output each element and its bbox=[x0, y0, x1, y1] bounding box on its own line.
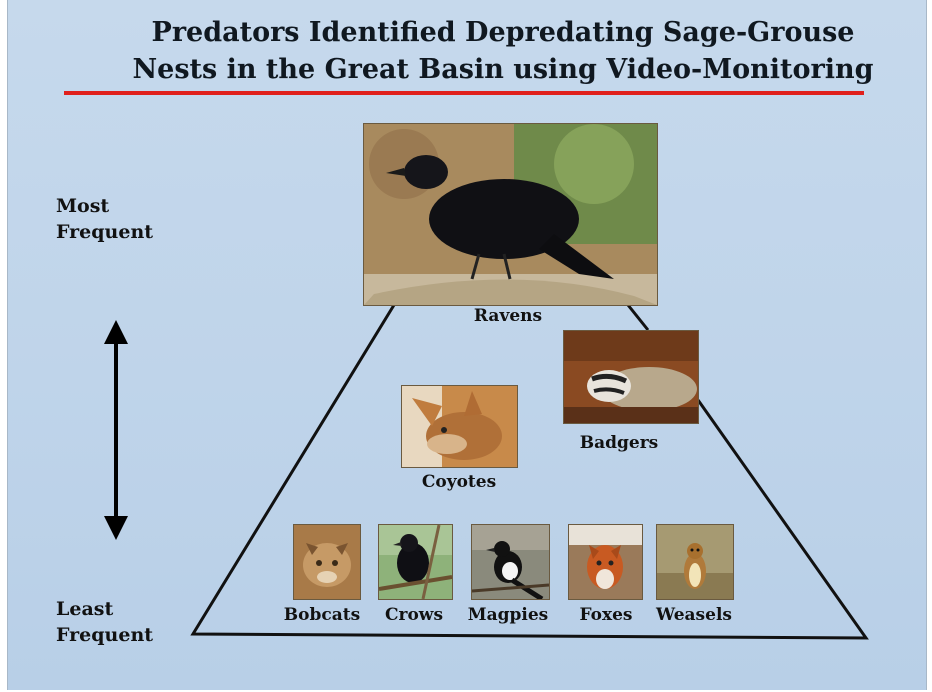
crow-photo bbox=[378, 524, 453, 600]
weasels-caption: Weasels bbox=[646, 605, 742, 625]
magpie-photo bbox=[471, 524, 550, 600]
ravens-caption: Ravens bbox=[458, 306, 558, 326]
bobcat-photo bbox=[293, 524, 361, 600]
most-frequent-line-1: Most bbox=[56, 193, 196, 219]
bobcats-caption: Bobcats bbox=[278, 605, 366, 625]
weasel-photo bbox=[656, 524, 734, 600]
title-underline bbox=[64, 91, 864, 95]
double-arrow-icon bbox=[104, 320, 128, 540]
least-frequent-line-2: Frequent bbox=[56, 622, 196, 648]
title-line-1: Predators Identified Depredating Sage-Gr… bbox=[103, 14, 903, 51]
least-frequent-label: Least Frequent bbox=[56, 596, 196, 648]
fox-photo bbox=[568, 524, 643, 600]
badger-photo bbox=[563, 330, 699, 424]
raven-photo bbox=[363, 123, 658, 306]
title-line-2: Nests in the Great Basin using Video-Mon… bbox=[103, 51, 903, 88]
slide-title: Predators Identified Depredating Sage-Gr… bbox=[103, 14, 903, 88]
coyote-photo bbox=[401, 385, 518, 468]
most-frequent-line-2: Frequent bbox=[56, 219, 196, 245]
crows-caption: Crows bbox=[374, 605, 454, 625]
badgers-caption: Badgers bbox=[564, 433, 674, 453]
magpies-caption: Magpies bbox=[460, 605, 556, 625]
foxes-caption: Foxes bbox=[568, 605, 644, 625]
most-frequent-label: Most Frequent bbox=[56, 193, 196, 245]
least-frequent-line-1: Least bbox=[56, 596, 196, 622]
coyotes-caption: Coyotes bbox=[404, 472, 514, 492]
slide: Predators Identified Depredating Sage-Gr… bbox=[7, 0, 927, 690]
pyramid-outline bbox=[8, 0, 926, 690]
